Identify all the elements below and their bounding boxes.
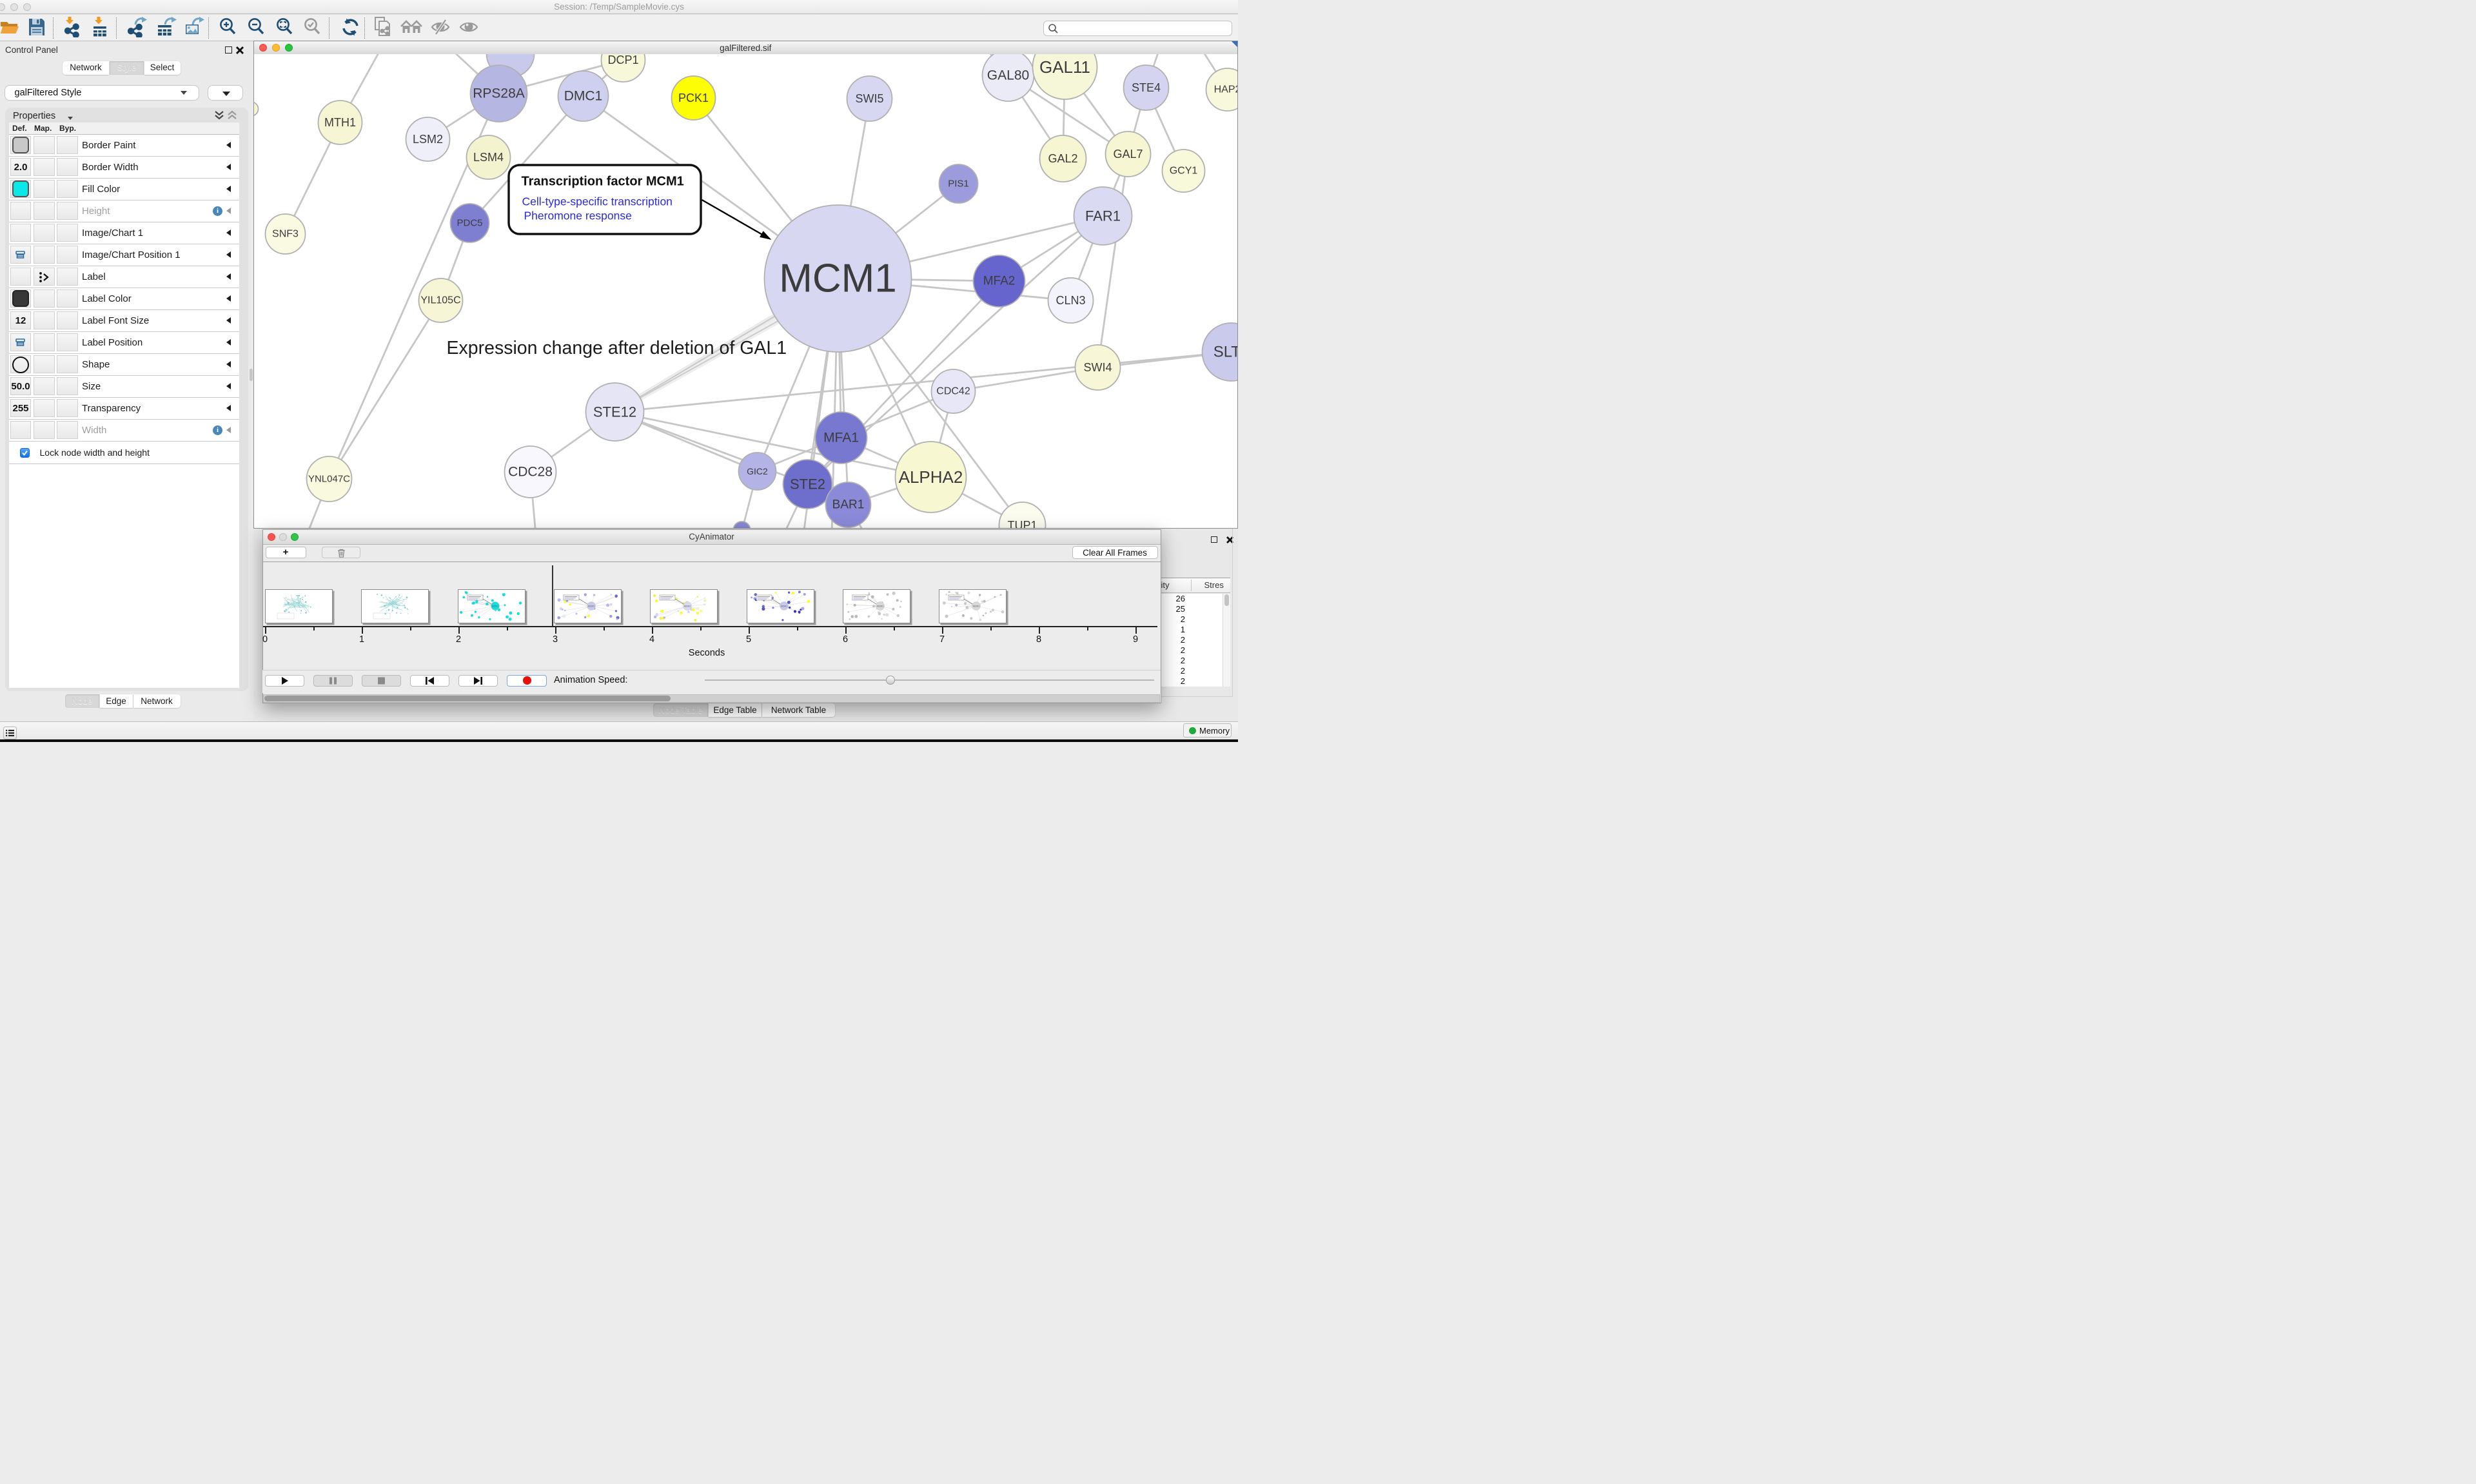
svg-text:RPS28A: RPS28A	[473, 86, 525, 101]
svg-text:DMC1: DMC1	[564, 89, 602, 104]
svg-text:PDC5: PDC5	[457, 218, 482, 229]
svg-text:ALPHA2: ALPHA2	[898, 467, 963, 487]
svg-text:SWI5: SWI5	[855, 92, 883, 105]
svg-text:DCP1: DCP1	[607, 54, 638, 66]
svg-text:CLN3: CLN3	[1056, 294, 1085, 307]
svg-text:MFA1: MFA1	[823, 431, 859, 445]
svg-text:PIS1: PIS1	[948, 179, 969, 190]
svg-text:STE12: STE12	[593, 404, 636, 420]
svg-text:GAL11: GAL11	[1039, 57, 1090, 77]
svg-text:Expression change after deleti: Expression change after deletion of GAL1	[446, 338, 787, 358]
svg-text:CDC42: CDC42	[936, 386, 970, 397]
svg-text:Transcription factor MCM1: Transcription factor MCM1	[521, 175, 683, 189]
svg-text:SNF3: SNF3	[272, 229, 299, 240]
svg-text:CDC28: CDC28	[508, 465, 553, 480]
svg-text:STE4: STE4	[1131, 81, 1160, 94]
svg-text:GIC2: GIC2	[747, 466, 768, 476]
svg-text:BAR1: BAR1	[832, 498, 864, 512]
svg-text:FAR1: FAR1	[1085, 208, 1120, 224]
svg-text:HAP2: HAP2	[1213, 84, 1237, 95]
svg-text:SLT2: SLT2	[1213, 344, 1237, 361]
svg-text:Pheromone response: Pheromone response	[524, 210, 631, 222]
svg-text:LSM4: LSM4	[473, 151, 503, 164]
svg-text:MFA2: MFA2	[983, 275, 1015, 288]
svg-text:GAL7: GAL7	[1113, 148, 1143, 161]
svg-text:YIL105C: YIL105C	[420, 295, 460, 306]
svg-text:TUP1: TUP1	[1007, 519, 1037, 528]
svg-text:LSM2: LSM2	[412, 133, 442, 146]
svg-text:SWI4: SWI4	[1083, 361, 1112, 374]
svg-text:MTH1: MTH1	[324, 116, 356, 129]
svg-text:GCY1: GCY1	[1169, 166, 1197, 177]
svg-text:STE2: STE2	[789, 476, 825, 493]
svg-text:GAL2: GAL2	[1048, 152, 1077, 165]
svg-text:PCK1: PCK1	[678, 92, 708, 104]
svg-text:Cell-type-specific transcripti: Cell-type-specific transcription	[522, 195, 672, 208]
svg-text:GAL80: GAL80	[987, 68, 1028, 83]
svg-text:YNL047C: YNL047C	[308, 474, 349, 485]
svg-text:MCM1: MCM1	[779, 257, 897, 301]
